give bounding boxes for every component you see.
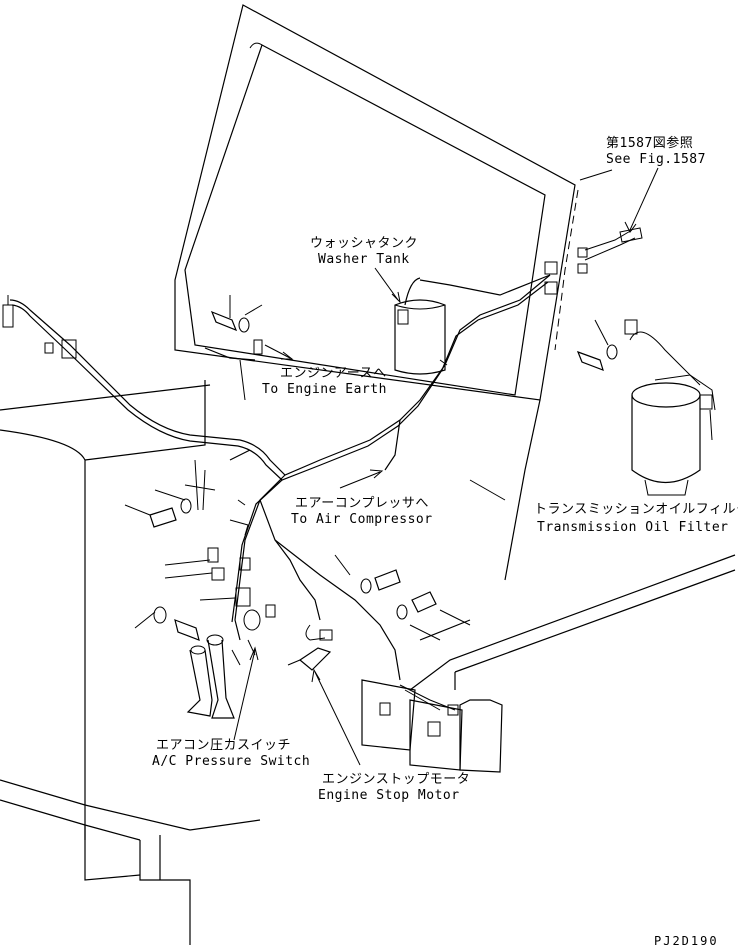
engine-hood-outline [0, 380, 261, 945]
engine-body-right [409, 554, 736, 691]
air-compressor-label-jp: エアーコンプレッサへ [295, 496, 429, 511]
transmission-filter-label-en: Transmission Oil Filter [537, 520, 729, 535]
main-harness [9, 274, 551, 681]
ac-switch-shape [186, 634, 256, 719]
washer-tank-shape [394, 299, 448, 375]
engine-earth-label-jp: エンジンアースへ [280, 366, 387, 381]
cab-window-frame [174, 4, 576, 401]
drawing-code: PJ2D190 [654, 934, 719, 948]
washer-tank-label-jp: ウォッシャタンク [310, 236, 419, 251]
left-connector [2, 295, 77, 359]
bolts-group [124, 295, 618, 641]
control-box-shape [361, 679, 503, 773]
engine-earth-label-en: To Engine Earth [262, 382, 387, 397]
washer-tank-label-en: Washer Tank [318, 252, 410, 267]
engine-stop-label-jp: エンジンストップモータ [322, 772, 471, 787]
ac-switch-label-jp: エアコン圧カスイッチ [156, 738, 292, 753]
see-fig-label-jp: 第1587図参照 [606, 136, 694, 151]
transmission-filter-label-jp: トランスミッションオイルフィルタ [534, 502, 738, 517]
air-compressor-label-en: To Air Compressor [291, 512, 433, 527]
engine-stop-motor-shape [287, 624, 333, 671]
cab-side-panel [469, 169, 613, 581]
transmission-filter-shape [624, 319, 716, 496]
see-fig-label-en: See Fig.1587 [606, 152, 706, 167]
fig1587-connectors [544, 227, 643, 295]
leader-lines [233, 167, 659, 766]
ac-switch-label-en: A/C Pressure Switch [152, 754, 311, 769]
engine-stop-label-en: Engine Stop Motor [318, 788, 460, 803]
